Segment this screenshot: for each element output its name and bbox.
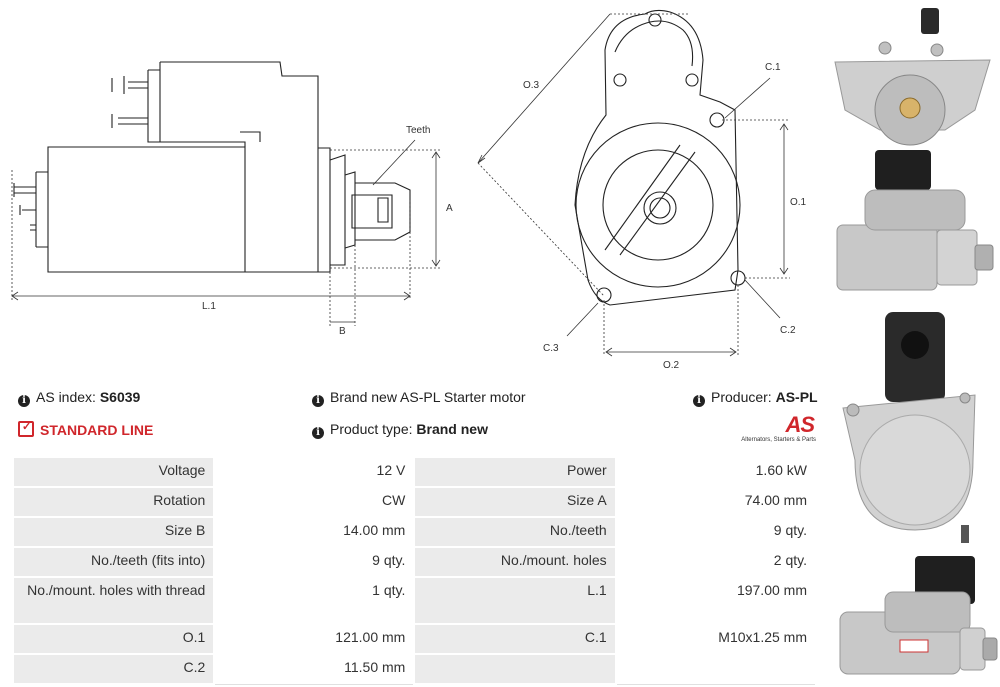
producer: i Producer: AS-PL [693, 389, 818, 407]
spec-value: 197.00 mm [614, 576, 818, 625]
table-row: O.1 121.00 mm C.1 M10x1.25 mm [11, 623, 818, 655]
table-row: Voltage 12 V Power 1.60 kW [11, 456, 818, 488]
starter-top-view-photo [839, 556, 998, 675]
brand-new-info: i Brand new AS-PL Starter motor [312, 389, 526, 407]
teeth-label: Teeth [406, 125, 430, 136]
spec-label: No./teeth (fits into) [11, 546, 216, 578]
dimension-a-label: A [446, 203, 453, 214]
producer-label: Producer: [711, 389, 772, 405]
table-row: Rotation CW Size A 74.00 mm [11, 486, 818, 518]
info-icon: i [312, 427, 324, 439]
producer-value: AS-PL [775, 389, 818, 405]
starter-rear-view-photo [842, 312, 976, 543]
spec-value: 14.00 mm [213, 516, 416, 548]
spec-value: 1 qty. [213, 576, 416, 625]
spec-label: Power [413, 456, 617, 488]
spec-label: C.2 [11, 653, 216, 685]
standard-line-label: STANDARD LINE [40, 422, 154, 438]
spec-value: CW [213, 486, 416, 518]
spec-label: C.1 [413, 623, 617, 655]
spec-value: 9 qty. [614, 516, 818, 548]
as-pl-logo: AS Alternators, Starters & Parts [730, 412, 820, 446]
spec-label [413, 653, 617, 685]
dimension-o3-label: O.3 [523, 80, 540, 91]
spec-value: 9 qty. [213, 546, 416, 578]
logo-tagline: Alternators, Starters & Parts [741, 437, 816, 443]
spec-label: Voltage [11, 456, 216, 488]
spec-value: 121.00 mm [213, 623, 416, 655]
info-icon: i [18, 395, 30, 407]
starter-side-view-photo [836, 150, 994, 291]
as-index-label: AS index: [36, 389, 96, 405]
spec-label: No./teeth [413, 516, 617, 548]
spec-label: No./mount. holes with thread [11, 576, 216, 625]
product-type: i Product type: Brand new [312, 421, 488, 439]
product-type-label: Product type: [330, 421, 413, 437]
table-row: No./mount. holes with thread 1 qty. L.1 … [11, 576, 818, 625]
spec-label: Size B [11, 516, 216, 548]
table-row: No./teeth (fits into) 9 qty. No./mount. … [11, 546, 818, 578]
spec-value: 74.00 mm [614, 486, 818, 518]
table-row: C.2 11.50 mm [11, 653, 818, 685]
dimension-c1-label: C.1 [765, 62, 781, 73]
brand-new-text: Brand new AS-PL Starter motor [330, 389, 526, 405]
product-type-value: Brand new [416, 421, 488, 437]
dimension-c3-label: C.3 [543, 343, 559, 354]
spec-value: 11.50 mm [213, 653, 416, 685]
as-index: i AS index: S6039 [18, 389, 140, 407]
dimension-o2-label: O.2 [663, 360, 680, 371]
dimension-l1-label: L.1 [202, 301, 216, 312]
spec-label: Rotation [11, 486, 216, 518]
logo-mark: AS [785, 412, 815, 437]
spec-label: O.1 [11, 623, 216, 655]
spec-value: 1.60 kW [614, 456, 818, 488]
spec-label: Size A [413, 486, 617, 518]
info-icon: i [312, 395, 324, 407]
product-photos [834, 8, 998, 675]
spec-label: L.1 [413, 576, 617, 625]
spec-label: No./mount. holes [413, 546, 617, 578]
specifications-table: Voltage 12 V Power 1.60 kW Rotation CW S… [11, 456, 818, 685]
spec-value: 2 qty. [614, 546, 818, 578]
spec-value: M10x1.25 mm [614, 623, 818, 655]
dimension-b-label: B [339, 326, 346, 337]
spec-value [614, 653, 818, 685]
dimension-o1-label: O.1 [790, 197, 807, 208]
info-icon: i [693, 395, 705, 407]
dimension-c2-label: C.2 [780, 325, 796, 336]
standard-line-badge: ✓ STANDARD LINE [18, 421, 153, 438]
table-row: Size B 14.00 mm No./teeth 9 qty. [11, 516, 818, 548]
technical-drawing: Teeth A B L.1 O.3 C.1 O.1 C.2 C.3 [11, 9, 807, 371]
as-index-value: S6039 [99, 389, 141, 405]
starter-front-view-photo [834, 8, 991, 146]
spec-value: 12 V [213, 456, 416, 488]
checkbox-icon: ✓ [18, 421, 34, 437]
